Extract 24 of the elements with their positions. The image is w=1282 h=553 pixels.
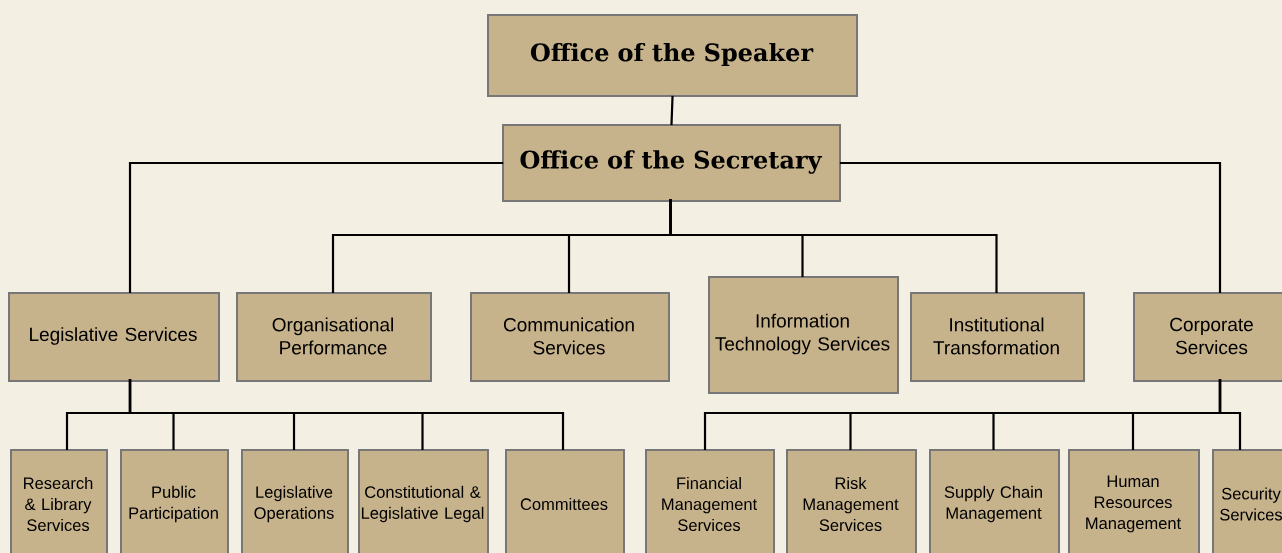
org-box: Office of the Speaker <box>487 14 858 97</box>
connector-line <box>128 378 565 451</box>
org-box: Risk Management Services <box>786 449 917 553</box>
org-box: Corporate Services <box>1133 292 1282 382</box>
org-box: Public Participation <box>120 449 229 553</box>
org-box: Office of the Secretary <box>502 124 841 202</box>
connector-line <box>669 198 998 294</box>
org-box: Organisational Performance <box>236 292 432 382</box>
org-box: Legislative Operations <box>241 449 349 553</box>
org-box: Communication Services <box>470 292 670 382</box>
org-box: Security Services <box>1212 449 1282 553</box>
org-box: Legislative Services <box>8 292 220 382</box>
org-box: Financial Management Services <box>645 449 775 553</box>
org-box: Committees <box>505 449 625 553</box>
org-box: Constitutional & Legislative Legal <box>358 449 489 553</box>
connector-line <box>839 161 1222 294</box>
connector-line <box>670 95 674 126</box>
org-box: Human Resources Management <box>1068 449 1200 553</box>
org-box: Research & Library Services <box>10 449 108 553</box>
org-box: Supply Chain Management <box>929 449 1060 553</box>
connector-line <box>1218 378 1242 451</box>
org-box: Information Technology Services <box>708 276 899 394</box>
org-box: Institutional Transformation <box>910 292 1085 382</box>
connector-line <box>128 161 504 294</box>
